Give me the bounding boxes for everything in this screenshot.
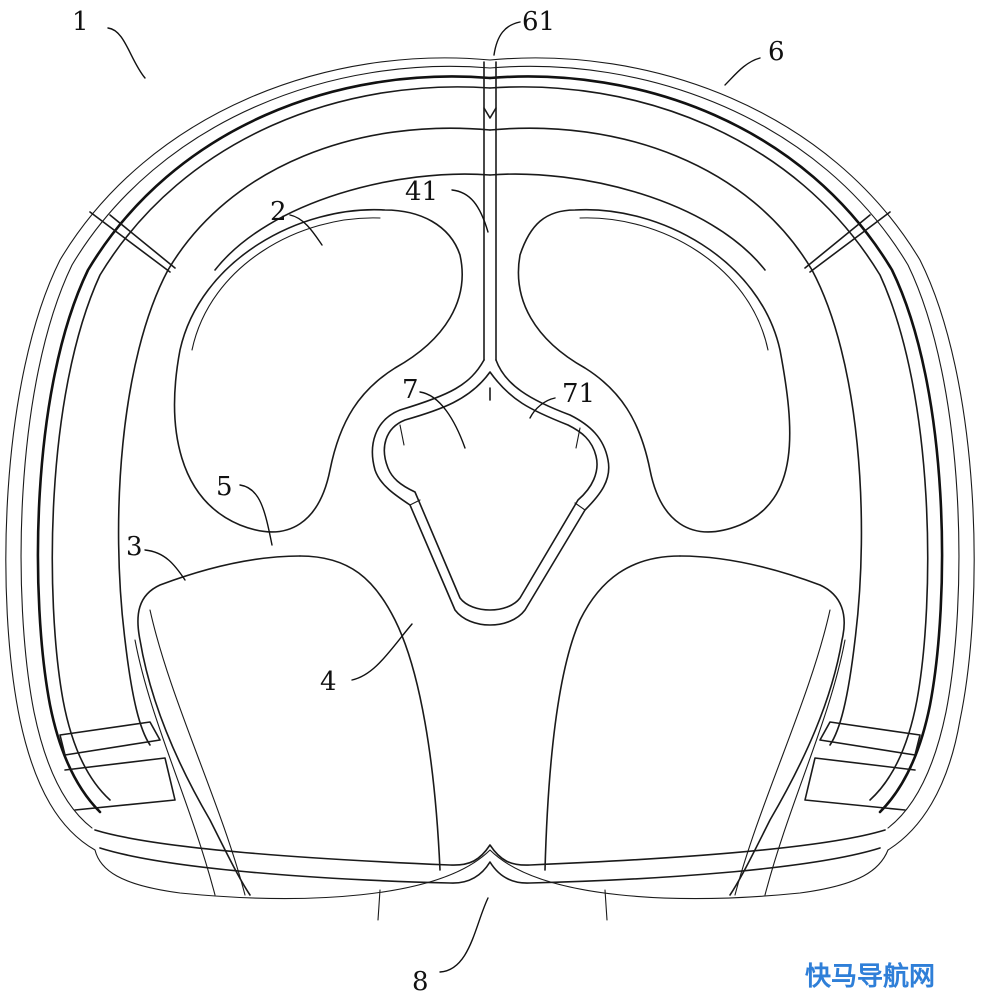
- label-6: 6: [768, 37, 785, 67]
- front-rim: [59, 721, 921, 921]
- left-upper-recess: [173, 208, 463, 533]
- label-1: 1: [72, 7, 89, 37]
- leader-lines: [107, 21, 761, 973]
- label-61: 61: [522, 7, 555, 37]
- rim-band: [89, 61, 891, 746]
- label-8: 8: [412, 967, 429, 997]
- label-4: 4: [320, 667, 337, 697]
- watermark-text: 快马导航网: [805, 961, 935, 992]
- right-upper-recess: [517, 208, 791, 533]
- label-5: 5: [216, 472, 233, 502]
- left-lower-pad: [134, 555, 441, 896]
- right-lower-pad: [544, 555, 846, 896]
- label-7: 7: [402, 375, 419, 405]
- label-2: 2: [270, 197, 287, 227]
- label-71: 71: [562, 379, 595, 409]
- label-41: 41: [405, 177, 438, 207]
- central-pad: [371, 359, 610, 626]
- outer-body: [5, 57, 975, 899]
- reference-numerals: 1 61 6 41 2 7 71 5 3 4 8: [72, 7, 785, 997]
- label-3: 3: [126, 532, 143, 562]
